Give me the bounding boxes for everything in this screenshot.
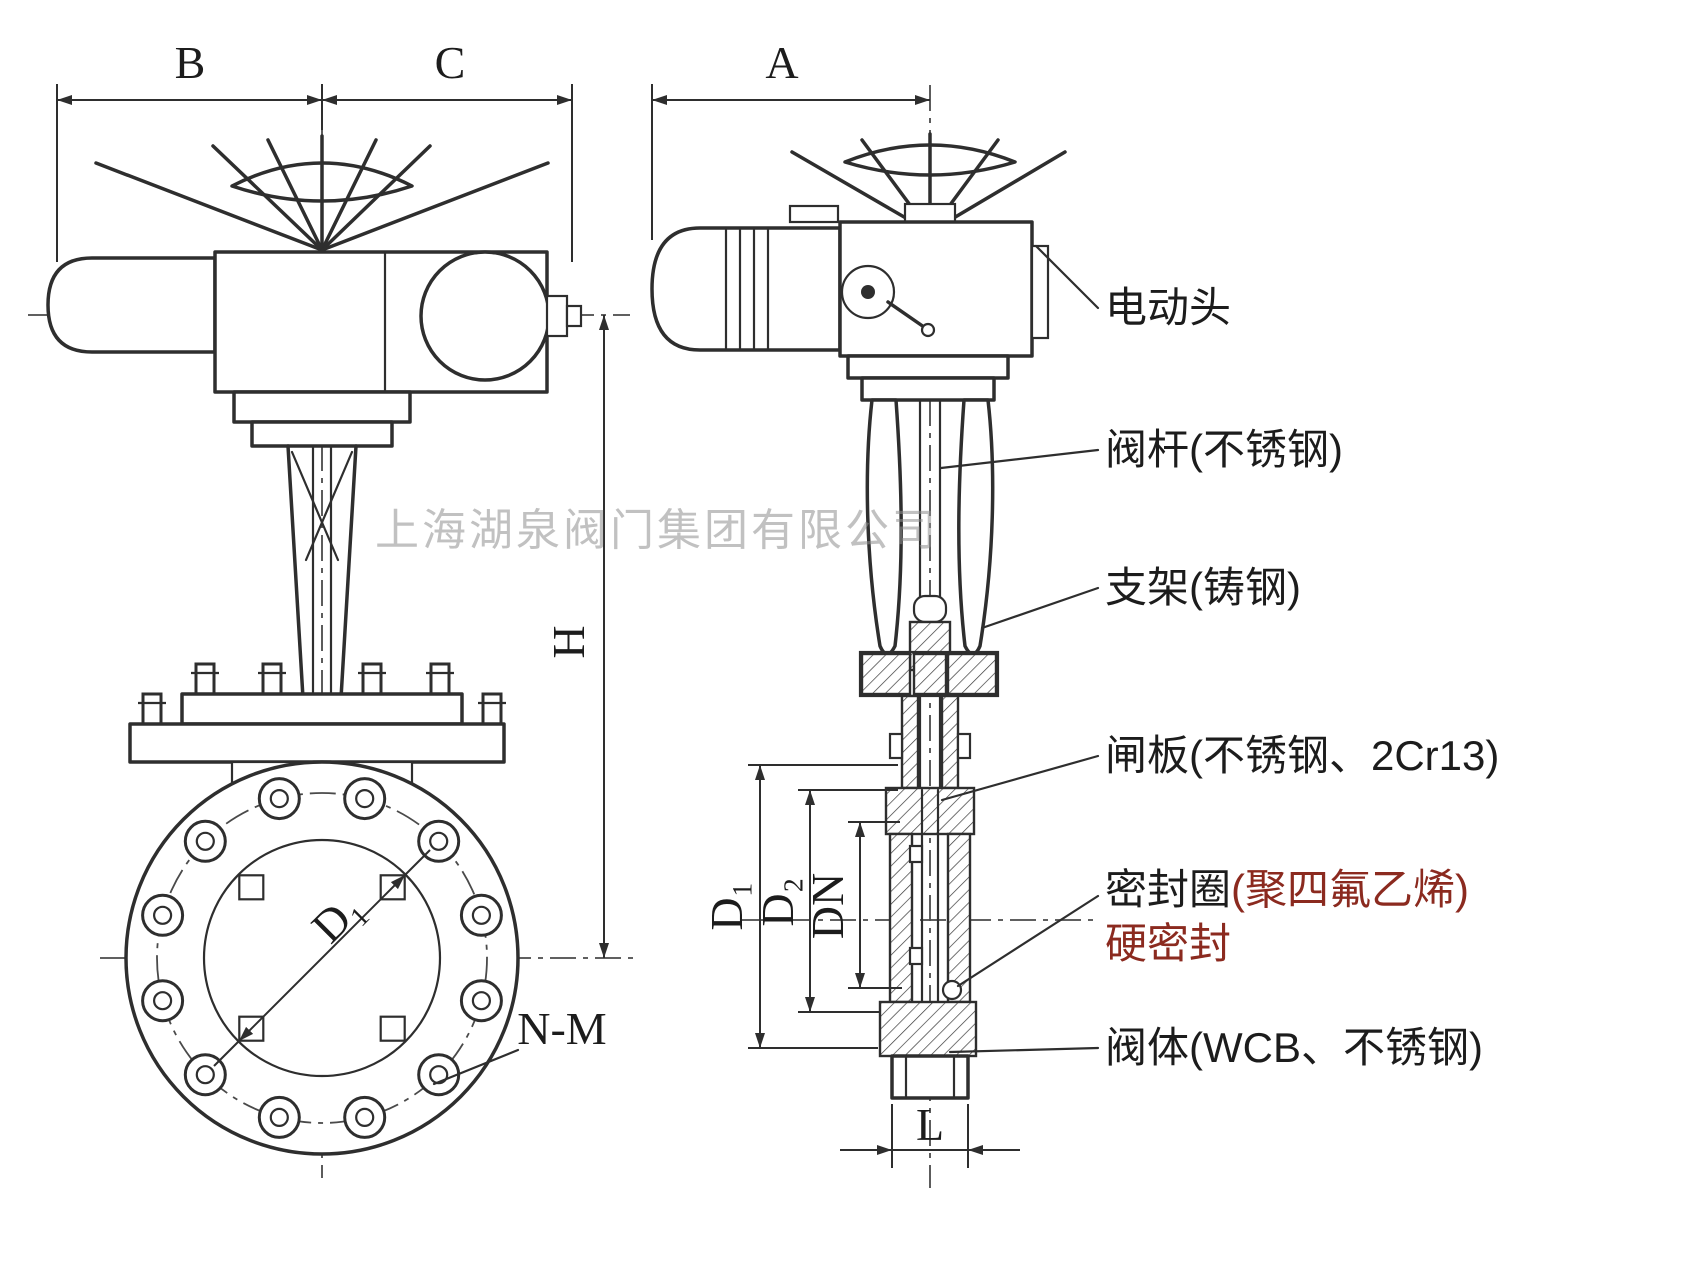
handwheel-front	[94, 134, 550, 252]
handwheel-rim	[230, 161, 414, 203]
stem-label: 阀杆(不锈钢)	[1105, 426, 1343, 473]
seal-ring-label: 密封圈	[1105, 866, 1231, 913]
actuator-side	[650, 202, 1050, 402]
seal-type-label: 硬密封	[1105, 920, 1231, 967]
dimension-A: A	[651, 37, 930, 240]
dimension-B-C: B C	[56, 37, 573, 262]
seal-material-label: (聚四氟乙烯)	[1231, 866, 1469, 913]
dimension-H-label: H	[543, 625, 594, 658]
bracket-leader	[980, 586, 1100, 630]
shaft-center-dot	[861, 285, 875, 299]
body-flange-front: D₁	[124, 760, 520, 1156]
dimension-B-label: B	[175, 37, 206, 88]
dimension-A-label: A	[765, 37, 798, 88]
bonnet-side	[888, 694, 972, 792]
front-view: D₁ B C H N-M	[28, 37, 636, 1178]
actuator-leader	[1034, 244, 1100, 310]
dimension-D1-label: D₁	[701, 881, 752, 930]
handwheel-side-rim	[843, 143, 1017, 177]
bolt-spec-callout: N-M	[432, 1003, 607, 1086]
actuator-front	[46, 250, 583, 448]
motor-cylinder	[46, 256, 217, 354]
bolt-spec-label: N-M	[517, 1003, 606, 1054]
body-leader	[948, 1046, 1100, 1054]
bracket-label: 支架(铸钢)	[1105, 564, 1301, 611]
body-label: 阀体(WCB、不锈钢)	[1105, 1024, 1483, 1071]
body-wall-left	[888, 832, 914, 1004]
seal-ring-detail	[941, 979, 963, 1001]
dimension-L-label: L	[916, 1099, 944, 1150]
bolt-spec-leader	[432, 1048, 520, 1086]
dimension-L: L	[840, 1099, 1020, 1168]
dimension-DN-label: DN	[802, 873, 853, 939]
dimension-H: H	[543, 315, 609, 958]
bracket-base	[858, 650, 1000, 698]
gate-leader	[940, 754, 1100, 802]
flange-bolts	[138, 662, 506, 726]
stem-nut	[912, 594, 948, 624]
body-bottom-flange	[878, 1000, 978, 1058]
dimension-DN: DN	[802, 821, 902, 989]
dimension-C-label: C	[435, 37, 466, 88]
gate-label: 闸板(不锈钢、2Cr13)	[1105, 732, 1499, 779]
body-wall-right	[946, 832, 972, 1004]
actuator-label: 电动头	[1105, 284, 1231, 331]
yoke-column-front	[286, 444, 358, 700]
dimension-D1: D₁	[701, 764, 898, 1049]
bore-circle	[202, 838, 442, 1078]
crank-lever	[886, 300, 926, 329]
yoke-leg-right	[957, 398, 995, 656]
bolt-circle	[156, 792, 488, 1124]
seal-leader	[956, 894, 1100, 988]
part-callouts: 电动头 阀杆(不锈钢) 支架(铸钢) 闸板(不锈钢、2Cr13) 密封圈 (聚四…	[939, 244, 1499, 1071]
body-side	[878, 786, 978, 1100]
body-spigot	[890, 1054, 970, 1100]
dimension-D2: D₂	[752, 789, 898, 1013]
dimension-D2-label: D₂	[752, 877, 803, 926]
company-watermark: 上海湖泉阀门集团有限公司	[375, 506, 939, 555]
motor-cylinder-side	[650, 226, 842, 352]
stem-leader	[939, 448, 1100, 470]
override-handwheel	[419, 250, 551, 382]
side-view: A D₁ D₂ DN L	[650, 37, 1100, 1188]
flange-bolt-holes	[141, 777, 503, 1139]
